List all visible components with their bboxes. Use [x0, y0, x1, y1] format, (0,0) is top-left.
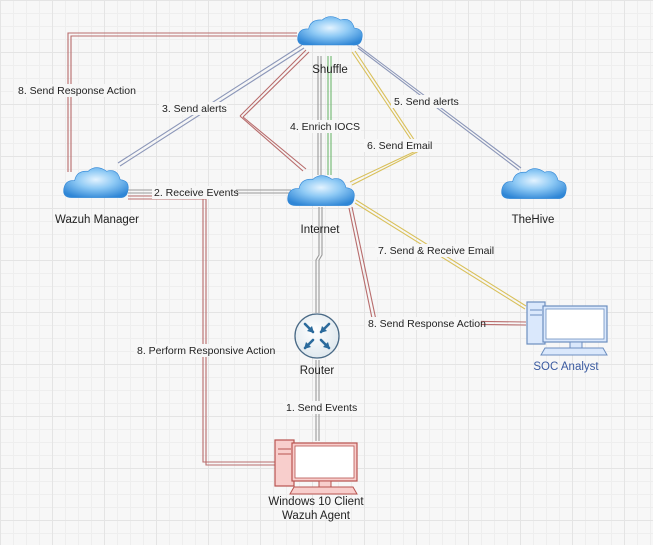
cloud-icon: [63, 167, 129, 199]
computer-icon: [526, 301, 608, 356]
shuffle-node[interactable]: Shuffle: [297, 16, 363, 77]
windows-client-label-line1: Windows 10 Client: [268, 496, 364, 508]
edge-label-perform-responsive-action: 8. Perform Responsive Action: [137, 345, 275, 357]
edge-label-enrich-iocs: 4. Enrich IOCS: [290, 121, 360, 133]
edge-label-send-alerts-hive: 5. Send alerts: [394, 96, 459, 108]
soc-analyst-label: SOC Analyst: [533, 361, 599, 373]
windows-client-label-line2: Wazuh Agent: [282, 510, 351, 522]
edge-label-send-response-action-soc: 8. Send Response Action: [368, 318, 486, 330]
router-label: Router: [300, 365, 335, 377]
edge-wazuh-windows-response: [128, 195, 282, 466]
edge-shuffle-internet-gray: [317, 56, 322, 175]
computer-icon: [274, 439, 358, 495]
edge-shuffle-internet-response: [239, 49, 310, 172]
connectors: [67, 32, 527, 466]
edge-shuffle-internet-enrich: [327, 56, 332, 175]
wazuh-manager-label: Wazuh Manager: [55, 214, 139, 226]
cloud-icon: [297, 16, 363, 46]
cloud-icon: [287, 175, 355, 207]
router-icon: [294, 313, 340, 359]
thehive-label: TheHive: [512, 214, 555, 226]
internet-node[interactable]: Internet: [287, 175, 355, 236]
router-node[interactable]: Router: [294, 313, 340, 377]
edge-label-send-receive-email: 7. Send & Receive Email: [378, 245, 494, 257]
edge-label-send-response-action-top: 8. Send Response Action: [18, 85, 136, 97]
cloud-icon: [501, 168, 567, 200]
thehive-node[interactable]: TheHive: [501, 168, 567, 226]
soc-analyst-node[interactable]: SOC Analyst: [526, 301, 608, 373]
edge-label-send-events: 1. Send Events: [286, 402, 357, 414]
edge-label-receive-events: 2. Receive Events: [154, 187, 239, 199]
edge-internet-soc-response: [348, 206, 527, 326]
wazuh-manager-node[interactable]: Wazuh Manager: [55, 167, 139, 226]
edge-label-send-email: 6. Send Email: [367, 140, 432, 152]
internet-label: Internet: [301, 224, 341, 236]
edge-router-windows-events: [315, 360, 320, 441]
edge-shuffle-internet-email: [349, 50, 422, 186]
edge-shuffle-wazuh-response: [67, 32, 297, 172]
shuffle-label: Shuffle: [312, 64, 348, 76]
edge-label-send-alerts-wazuh: 3. Send alerts: [162, 103, 227, 115]
windows-client-node[interactable]: Windows 10 Client Wazuh Agent: [268, 439, 364, 522]
edge-labels: 8. Send Response Action 3. Send alerts 4…: [14, 84, 494, 414]
edge-internet-router: [315, 207, 323, 313]
